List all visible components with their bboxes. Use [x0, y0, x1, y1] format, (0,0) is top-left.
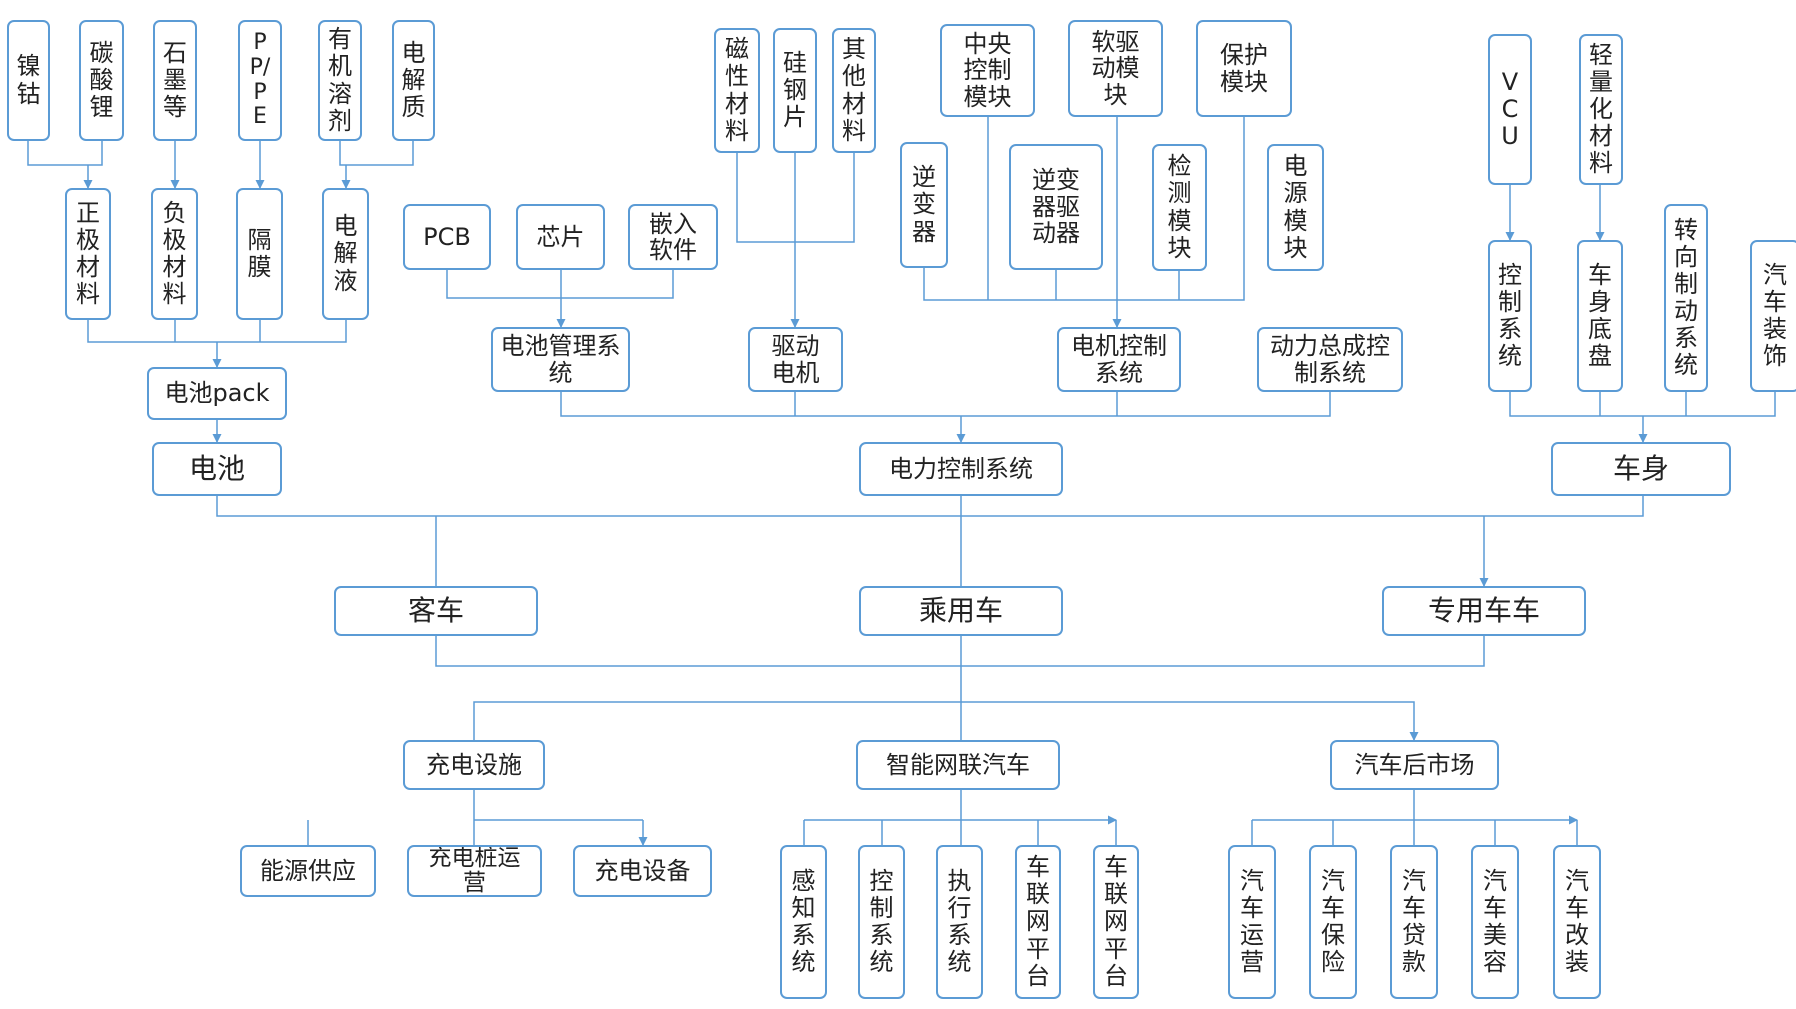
- power-module-node: 电源模块: [1267, 144, 1324, 271]
- connector-electrolyte-inputs: [340, 141, 414, 188]
- lithium-carbonate-node: 碳酸锂: [79, 20, 124, 141]
- energy-supply-node: 能源供应: [240, 845, 376, 897]
- charging-facility-node: 充电设施: [403, 740, 545, 790]
- powertrain-control-node: 动力总成控制系统: [1257, 327, 1403, 392]
- connected-car-node: 智能网联汽车: [856, 740, 1060, 790]
- central-control-node: 中央控制模块: [940, 24, 1035, 117]
- chip-node: 芯片: [516, 204, 605, 270]
- execution-node: 执行系统: [936, 845, 983, 999]
- inverter-node: 逆变器: [900, 142, 948, 268]
- connector-systems-to-power-control: [560, 392, 1331, 442]
- perception-node: 感知系统: [780, 845, 827, 999]
- vcu-node: VCU: [1488, 34, 1532, 185]
- connector-charging-children: [307, 790, 643, 845]
- connector-materials-to-pack: [87, 320, 347, 367]
- connector-body-inputs: [1509, 392, 1776, 442]
- power-control-system-node: 电力控制系统: [859, 442, 1063, 496]
- car-loan-node: 汽车贷款: [1390, 845, 1438, 999]
- decoration-node: 汽车装饰: [1750, 240, 1796, 392]
- pcb-node: PCB: [403, 204, 491, 270]
- drive-motor-node: 驱动电机: [748, 327, 843, 392]
- connector-bms-inputs: [446, 270, 674, 327]
- graphite-node: 石墨等: [153, 20, 197, 141]
- magnetic-material-node: 磁性材料: [714, 28, 760, 153]
- connector-aftermarket-children: [1251, 790, 1577, 845]
- battery-pack-node: 电池pack: [147, 367, 287, 420]
- body-control-system-node: 控制系统: [1488, 240, 1532, 392]
- electrolyte-salt-node: 电解质: [392, 20, 435, 141]
- charging-operation-node: 充电桩运营: [407, 845, 542, 897]
- anode-node: 负极材料: [151, 188, 198, 320]
- aftermarket-node: 汽车后市场: [1330, 740, 1499, 790]
- detection-node: 检测模块: [1152, 144, 1207, 271]
- motor-control-node: 电机控制系统: [1057, 327, 1181, 392]
- special-vehicle-node: 专用车车: [1382, 586, 1586, 636]
- bus-node: 客车: [334, 586, 538, 636]
- charging-equipment-node: 充电设备: [573, 845, 712, 897]
- organic-solvent-node: 有机溶剂: [318, 20, 362, 141]
- car-modification-node: 汽车改装: [1553, 845, 1601, 999]
- car-insurance-node: 汽车保险: [1309, 845, 1357, 999]
- battery-node: 电池: [152, 442, 282, 496]
- iov-platform-2-node: 车联网平台: [1093, 845, 1139, 999]
- pp-pe-node: PP/PE: [238, 20, 282, 141]
- embedded-software-node: 嵌入软件: [628, 204, 718, 270]
- soft-drive-node: 软驱动模块: [1068, 20, 1163, 117]
- connector-motor-control-inputs: [923, 117, 1245, 327]
- other-material-node: 其他材料: [832, 28, 876, 153]
- silicon-steel-node: 硅钢片: [773, 28, 817, 153]
- steering-braking-node: 转向制动系统: [1664, 204, 1708, 392]
- connector-vehicles-to-downstream: [435, 636, 1485, 740]
- connector-cathode-inputs: [27, 141, 103, 188]
- separator-node: 隔膜: [236, 188, 283, 320]
- cathode-node: 正极材料: [65, 188, 111, 320]
- connector-to-vehicles: [216, 496, 1644, 586]
- cv-control-system-node: 控制系统: [858, 845, 905, 999]
- lightweight-material-node: 轻量化材料: [1579, 34, 1623, 185]
- chassis-node: 车身底盘: [1577, 240, 1623, 392]
- body-node: 车身: [1551, 442, 1731, 496]
- nickel-cobalt-node: 镍钴: [7, 20, 50, 141]
- car-beauty-node: 汽车美容: [1471, 845, 1519, 999]
- bms-node: 电池管理系统: [491, 327, 630, 392]
- inverter-driver-node: 逆变器驱动器: [1009, 144, 1103, 270]
- protection-node: 保护模块: [1196, 20, 1292, 117]
- car-operation-node: 汽车运营: [1228, 845, 1276, 999]
- iov-platform-1-node: 车联网平台: [1015, 845, 1061, 999]
- electrolyte-node: 电解液: [322, 188, 369, 320]
- connector-connected-car-children: [803, 790, 1116, 845]
- passenger-car-node: 乘用车: [859, 586, 1063, 636]
- connector-motor-inputs: [736, 153, 855, 327]
